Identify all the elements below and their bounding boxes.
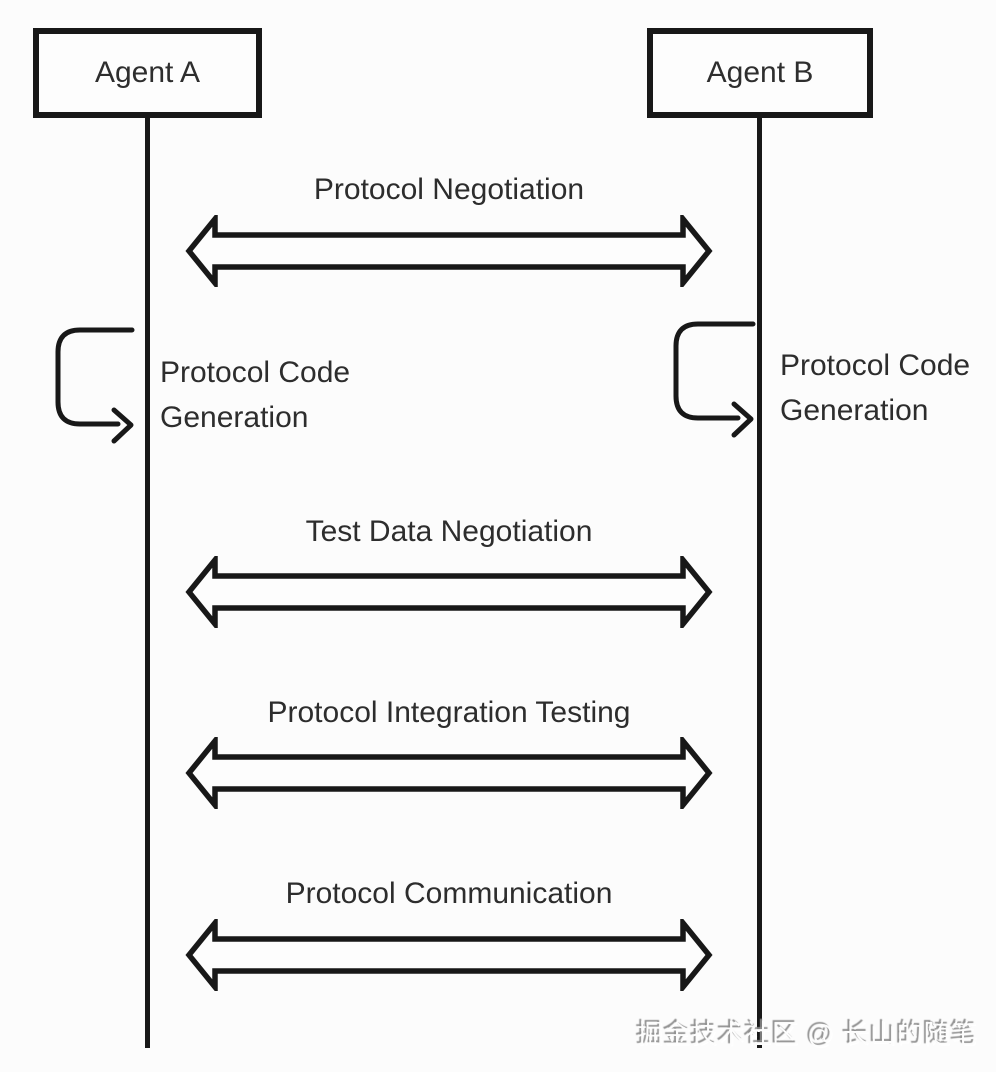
double-headed-arrow-icon [185,215,713,287]
lifeline-agent-b [757,116,762,1048]
double-headed-arrow-icon [185,737,713,809]
double-headed-arrow-icon [185,919,713,991]
self-action-label-line2: Generation [780,394,929,427]
message-label-protocol-negotiation: Protocol Negotiation [313,173,585,206]
message-label-protocol-communication: Protocol Communication [285,877,613,910]
actor-box-agent-b: Agent B [647,28,873,118]
self-action-label-agent-b: Protocol Code Generation [780,343,970,433]
self-loop-arrow-icon-agent-b [673,321,756,438]
actor-box-agent-a: Agent A [33,28,262,118]
message-label-protocol-integration-testing: Protocol Integration Testing [267,696,631,729]
self-action-label-line1: Protocol Code [780,349,971,382]
self-loop-arrow-icon-agent-a [55,327,135,444]
self-action-label-agent-a: Protocol Code Generation [160,350,350,440]
watermark-text: 掘金技术社区 @ 长山的随笔 [637,1019,978,1049]
actor-label-agent-a: Agent A [94,56,201,89]
self-action-label-line2: Generation [160,401,309,434]
lifeline-agent-a [145,116,150,1048]
message-label-test-data-negotiation: Test Data Negotiation [305,515,593,548]
double-headed-arrow-icon [185,556,713,628]
self-action-label-line1: Protocol Code [160,356,351,389]
actor-label-agent-b: Agent B [706,56,814,89]
